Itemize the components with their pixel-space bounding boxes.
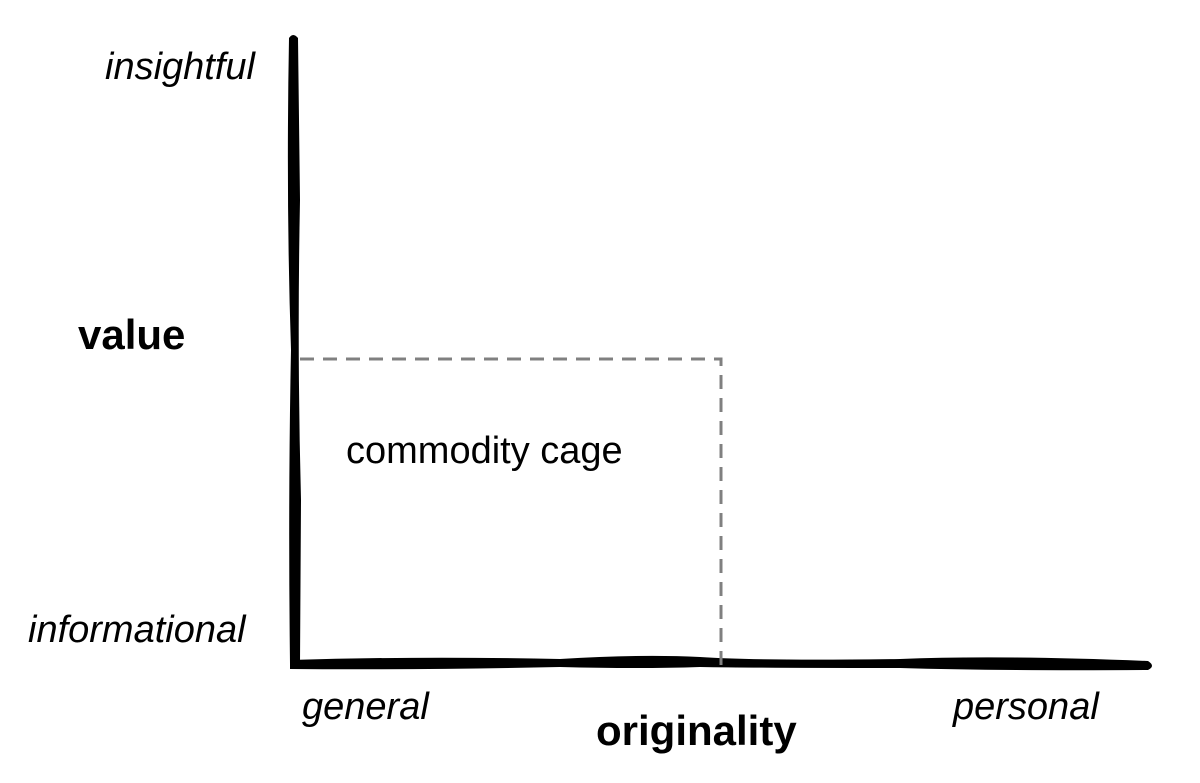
- x-axis-right-label: personal: [953, 686, 1099, 728]
- y-axis-top-label: insightful: [105, 46, 255, 88]
- x-axis-left-label: general: [302, 686, 429, 728]
- commodity-cage-boundary: [300, 357, 723, 666]
- x-axis-title: originality: [596, 707, 797, 754]
- y-axis-title: value: [78, 311, 186, 358]
- y-axis-bottom-label: informational: [28, 609, 246, 651]
- commodity-cage-label: commodity cage: [346, 430, 623, 472]
- y-axis-line: [287, 35, 301, 664]
